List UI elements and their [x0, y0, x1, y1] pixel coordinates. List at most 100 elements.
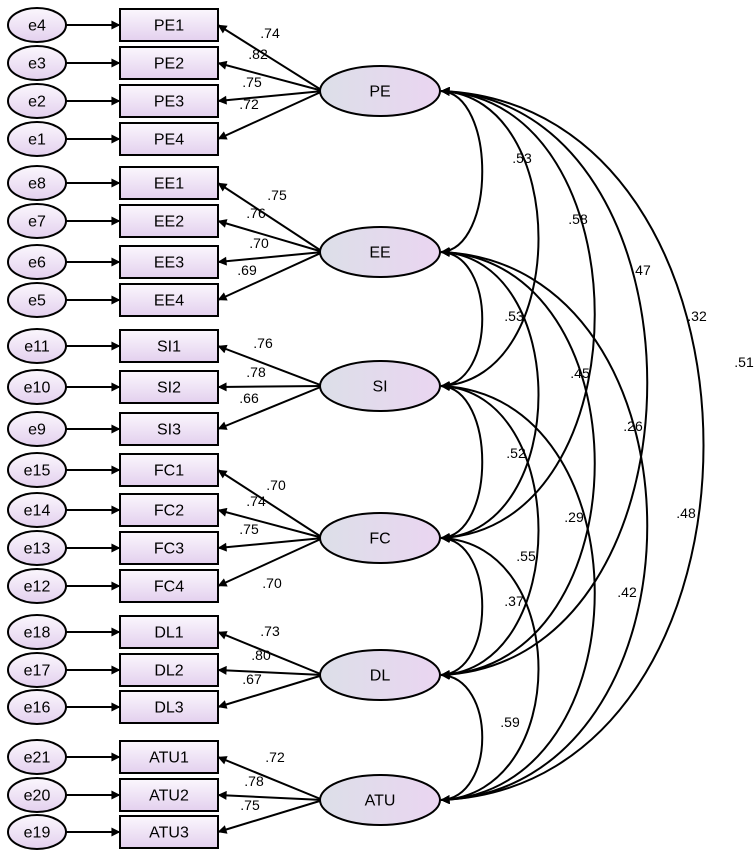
error-term-node [7, 244, 67, 280]
indicator-box [119, 122, 219, 156]
error-term-label: e9 [28, 422, 46, 439]
loading-weight-label: .66 [239, 390, 259, 406]
loading-weight-label: .76 [246, 205, 266, 221]
indicator-label: FC2 [154, 503, 184, 520]
loading-path-arrow [217, 24, 324, 92]
indicator-label: FC1 [154, 463, 184, 480]
correlation-arc [440, 381, 596, 805]
indicator-box [119, 615, 219, 649]
correlation-layer [440, 86, 705, 805]
loading-weight-label: .82 [248, 46, 268, 62]
indicator-label: ATU3 [149, 825, 189, 842]
indicator-box [119, 778, 219, 812]
error-term-node [7, 652, 67, 688]
loading-weight-label: .76 [253, 335, 273, 351]
error-term-node [7, 452, 67, 488]
indicator-box [119, 569, 219, 603]
error-term-label: e15 [24, 463, 51, 480]
loading-path-arrow [217, 385, 324, 430]
correlation-label: .53 [504, 308, 524, 324]
correlation-label: .52 [506, 445, 526, 461]
indicator-box [119, 531, 219, 565]
indicator-label: EE1 [154, 176, 184, 193]
error-term-node [7, 369, 67, 405]
indicator-box [119, 245, 219, 279]
loading-path-arrow [217, 90, 324, 140]
error-term-node [7, 568, 67, 604]
loading-weight-label: .75 [267, 187, 287, 203]
correlation-label: .55 [516, 548, 536, 564]
error-term-node [7, 121, 67, 157]
loading-path-arrow [217, 537, 324, 552]
error-term-node [7, 203, 67, 239]
error-term-node [7, 777, 67, 813]
correlation-label: .32 [687, 308, 707, 324]
error-term-label: e12 [24, 579, 51, 596]
correlation-label: .59 [500, 714, 520, 730]
indicator-label: SI3 [157, 422, 181, 439]
indicator-label: FC3 [154, 541, 184, 558]
error-term-label: e2 [28, 94, 46, 111]
latent-factor-label: FC [369, 531, 390, 548]
error-term-node [7, 814, 67, 850]
loading-weight-label: .75 [239, 521, 259, 537]
indicator-label: PE4 [154, 132, 184, 149]
error-term-node [7, 411, 67, 447]
loading-path-arrow [217, 507, 324, 539]
loading-path-arrow [217, 631, 324, 676]
error-term-node [7, 165, 67, 201]
loading-weight-label: .78 [246, 364, 266, 380]
loading-weight-label: .70 [249, 235, 269, 251]
correlation-arc [440, 86, 649, 680]
error-term-label: e6 [28, 255, 46, 272]
loading-path-arrow [217, 756, 324, 801]
indicator-box [119, 46, 219, 80]
indicator-box [119, 204, 219, 238]
error-term-node [7, 83, 67, 119]
latent-factor-label: PE [369, 84, 390, 101]
indicator-box [119, 493, 219, 527]
correlation-arc [440, 381, 540, 680]
loading-weight-label: .75 [242, 74, 262, 90]
indicator-box [119, 740, 219, 774]
loading-weight-label: .74 [260, 25, 280, 41]
indicator-label: ATU1 [149, 750, 189, 767]
loading-weight-label: .70 [266, 477, 286, 493]
latent-factor-label: ATU [365, 793, 396, 810]
loading-path-arrow [217, 537, 324, 587]
correlation-arc [440, 86, 540, 391]
indicator-label: EE4 [154, 293, 184, 310]
loading-path-arrow [217, 90, 324, 105]
indicator-label: PE3 [154, 94, 184, 111]
loading-weight-label: .69 [237, 262, 257, 278]
indicator-box [119, 166, 219, 200]
error-term-label: e11 [24, 339, 50, 356]
loading-weight-label: .73 [260, 623, 280, 639]
indicator-label: SI1 [157, 339, 181, 356]
loading-layer [217, 24, 324, 834]
latent-factor-node [319, 774, 441, 826]
correlation-arc [440, 86, 705, 805]
indicator-box [119, 283, 219, 317]
error-term-node [7, 739, 67, 775]
loading-weight-label: .70 [262, 575, 282, 591]
correlation-arc [440, 670, 484, 805]
indicator-box [119, 453, 219, 487]
error-term-node [7, 45, 67, 81]
error-layer [66, 20, 121, 837]
correlation-label: .26 [623, 418, 643, 434]
error-term-label: e13 [24, 541, 51, 558]
indicator-label: PE1 [154, 18, 184, 35]
error-term-label: e10 [24, 380, 51, 397]
loading-weight-label: .75 [240, 797, 260, 813]
latent-factor-label: EE [369, 245, 390, 262]
error-term-node [7, 328, 67, 364]
loading-path-arrow [217, 182, 324, 253]
error-term-node [7, 614, 67, 650]
loading-path-arrow [217, 60, 324, 92]
correlation-label: .58 [568, 211, 588, 227]
indicator-box [119, 412, 219, 446]
loading-path-arrow [217, 799, 324, 834]
